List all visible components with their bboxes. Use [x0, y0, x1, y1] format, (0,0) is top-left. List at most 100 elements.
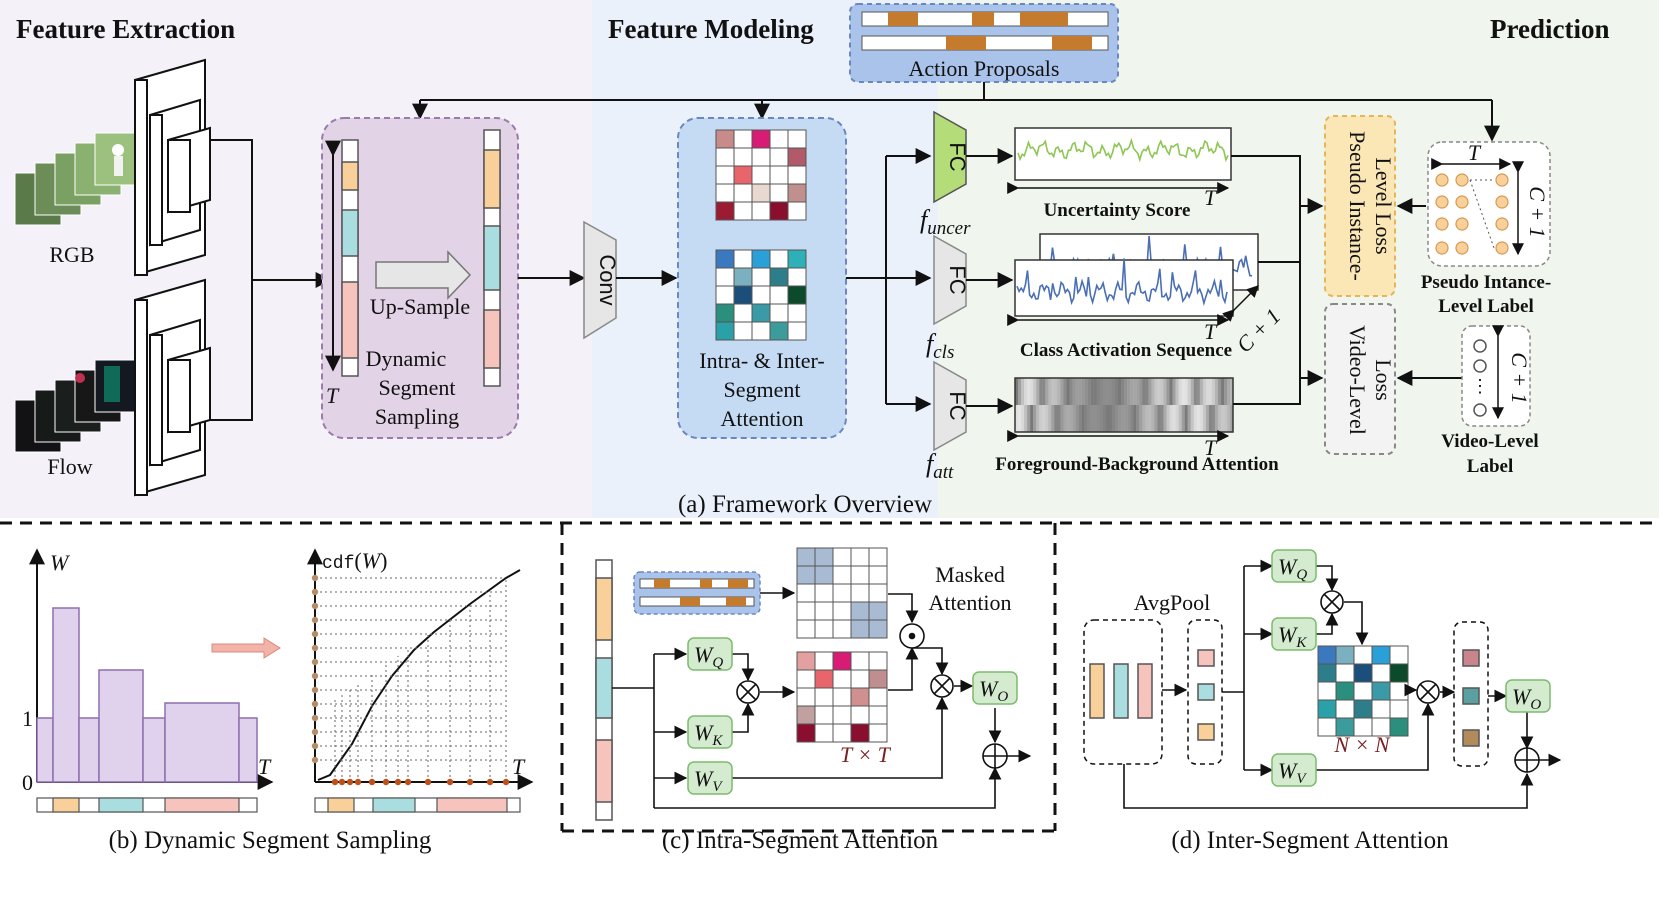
- fba-stripe: [1090, 378, 1094, 405]
- pseudo-label-line-2: Level Label: [1438, 296, 1534, 317]
- d-input-bars: [1089, 663, 1153, 719]
- fba-stripe: [1175, 405, 1179, 432]
- fba-stripe: [1133, 378, 1137, 405]
- dss-line-2: Segment: [379, 375, 456, 400]
- d-attn-cell: [1389, 645, 1409, 665]
- flow-label: Flow: [47, 454, 92, 479]
- fba-stripe: [1042, 378, 1046, 405]
- fba-stripe: [1118, 405, 1122, 432]
- fba-stripe: [1136, 405, 1140, 432]
- fba-stripe: [1139, 405, 1143, 432]
- d-attn-cell: [1353, 645, 1373, 665]
- d-attn-cell: [1353, 663, 1373, 683]
- fba-stripe: [1196, 405, 1200, 432]
- mask-cell: [868, 619, 888, 639]
- d-wv-box: [1271, 753, 1317, 787]
- f-att-label: fatt: [926, 449, 954, 483]
- d-attn-cell: [1335, 645, 1355, 665]
- d-attn-cell: [1317, 663, 1337, 683]
- pseudo-loss-box: [1324, 115, 1396, 297]
- fba-stripe: [1045, 378, 1049, 405]
- fba-stripe: [1121, 378, 1125, 405]
- fba-stripe: [1096, 405, 1101, 432]
- fba-stripe: [1051, 378, 1055, 405]
- d-wq-box: [1271, 549, 1317, 583]
- intra-cell: [769, 129, 789, 149]
- video-label-line-1: Video-Level: [1441, 431, 1538, 452]
- fc-cls: [933, 234, 967, 326]
- mask-cell: [868, 601, 888, 621]
- inter-cell: [787, 285, 807, 305]
- c-attn-cell: [868, 651, 888, 671]
- fba-stripe: [1145, 405, 1149, 432]
- fba-stripe: [1024, 405, 1028, 432]
- intra-cell: [769, 165, 789, 185]
- fba-stripe: [1063, 405, 1067, 432]
- inter-cell: [769, 267, 789, 287]
- fba-stripe: [1060, 405, 1064, 432]
- fba-stripe: [1199, 378, 1204, 405]
- rgb-frames: [14, 132, 142, 226]
- cdf-x-dot: [354, 778, 362, 786]
- fba-stripe: [1124, 378, 1128, 405]
- backbone-connectors: [210, 139, 332, 421]
- inter-cell: [715, 285, 735, 305]
- pseudo-dot: [1435, 173, 1449, 187]
- fba-stripe: [1130, 378, 1134, 405]
- cdf-x-dot: [502, 778, 510, 786]
- d-attn-cell: [1317, 645, 1337, 665]
- fba-stripe: [1211, 378, 1216, 405]
- c-attention-matrix: [796, 651, 888, 743]
- pseudo-dot: [1435, 241, 1449, 255]
- fba-stripe: [1093, 405, 1097, 432]
- d-attn-cell: [1353, 699, 1373, 719]
- d-arrows: [1123, 559, 1562, 809]
- c-wo-label: WO: [979, 676, 1008, 705]
- mask-cell: [814, 601, 834, 621]
- pseudo-dot: [1495, 217, 1509, 231]
- c-attn-cell: [832, 723, 852, 743]
- pseudo-dot: [1455, 173, 1469, 187]
- fba-stripe: [1075, 405, 1079, 432]
- d-attn-cell: [1335, 663, 1355, 683]
- uncertainty-t: T: [1204, 185, 1218, 210]
- fba-stripe: [1157, 405, 1161, 432]
- inter-cell: [751, 285, 771, 305]
- fba-stripe: [1036, 378, 1040, 405]
- c-attn-cell: [832, 651, 852, 671]
- intra-cell: [751, 147, 771, 167]
- fba-stripe: [1048, 405, 1052, 432]
- fba-stripe: [1148, 405, 1152, 432]
- fba-stripe: [1087, 405, 1091, 432]
- cdf-y-dot: [311, 714, 319, 722]
- fba-stripe: [1042, 405, 1046, 432]
- fba-stripe: [1033, 378, 1037, 405]
- cdf-y-dot: [311, 602, 319, 610]
- label-to-loss-arrows: [1396, 198, 1462, 386]
- pseudo-dot: [1435, 217, 1449, 231]
- intra-cell: [787, 129, 807, 149]
- intra-cell: [751, 165, 771, 185]
- fba-stripe: [1090, 405, 1094, 432]
- fba-stripe: [1221, 405, 1225, 432]
- inter-cell: [715, 303, 735, 323]
- d-wq-label: WQ: [1278, 554, 1307, 583]
- fba-stripe: [1036, 405, 1040, 432]
- inter-cell: [751, 267, 771, 287]
- fba-stripe: [1066, 405, 1070, 432]
- cdf-y-dot: [311, 686, 319, 694]
- c-attn-cell: [814, 687, 834, 707]
- c-attn-cell: [850, 723, 870, 743]
- intra-cell: [715, 201, 735, 221]
- cdf-x-dot: [446, 778, 454, 786]
- fba-stripe: [1157, 378, 1161, 405]
- cdf-x-dot: [368, 778, 376, 786]
- fba-stripe: [1208, 378, 1213, 405]
- fba-stripe: [1181, 405, 1185, 432]
- c-mask-matrix: [796, 547, 888, 639]
- cdf-x-dot: [486, 778, 494, 786]
- c-arrows: [612, 593, 1032, 809]
